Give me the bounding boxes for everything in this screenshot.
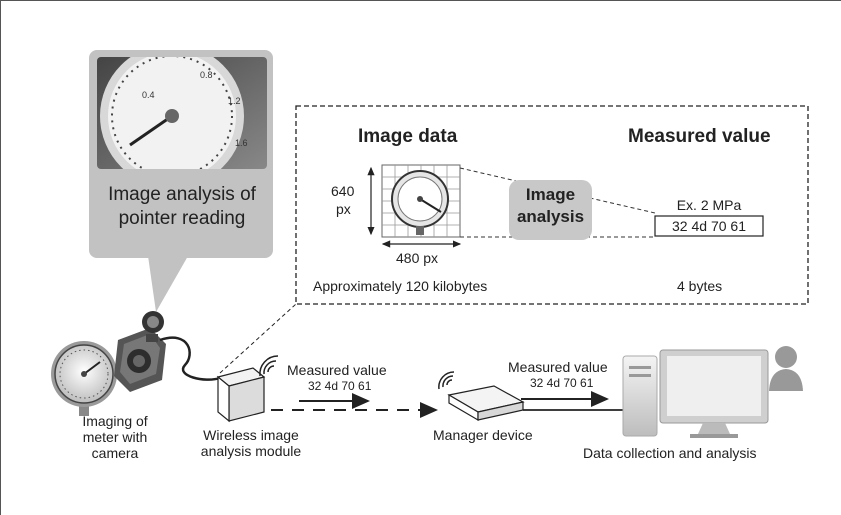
module-caption-line1: Wireless image: [203, 427, 299, 443]
wireless-signal-icon: [438, 371, 455, 390]
height-label-unit: px: [336, 201, 351, 217]
svg-text:1.2: 1.2: [228, 96, 241, 106]
arrow2-label: Measured value: [508, 359, 608, 375]
camera-unit-icon: [114, 311, 166, 392]
measured-value-title: Measured value: [628, 126, 771, 147]
example-value-label: Ex. 2 MPa: [676, 197, 742, 213]
pc-tower-icon: [622, 355, 658, 437]
frame-border-left: [0, 0, 1, 515]
image-analysis-box: [509, 180, 592, 240]
manager-device-label: Manager device: [433, 427, 533, 443]
manager-device-icon: [447, 385, 525, 422]
pc-caption: Data collection and analysis: [583, 445, 757, 461]
frame-border-top: [0, 0, 841, 1]
camera-caption-line2: meter with: [82, 429, 148, 445]
camera-caption-line1: Imaging of: [82, 413, 148, 429]
detail-box: [295, 105, 809, 305]
callout-caption-line1: Image analysis of: [108, 184, 256, 205]
callout-caption-line2: pointer reading: [118, 208, 246, 229]
image-data-title: Image data: [358, 126, 458, 147]
analysis-module-icon: [216, 367, 266, 423]
image-analysis-label-line1: Image: [525, 185, 576, 204]
image-analysis-label-line2: analysis: [516, 207, 585, 226]
svg-text:0.4: 0.4: [142, 90, 155, 100]
height-label-value: 640: [331, 183, 355, 199]
image-size-label: Approximately 120 kilobytes: [313, 278, 488, 294]
zoom-line: [219, 303, 297, 374]
svg-text:1.6: 1.6: [235, 138, 248, 148]
wireless-signal-icon: [259, 355, 279, 377]
camera-cable: [159, 336, 221, 381]
user-silhouette-icon: [769, 346, 803, 391]
monitor-icon: [659, 349, 769, 438]
module-caption-line2: analysis module: [200, 443, 302, 459]
gauge-photo: 0.4 0.8 1.2 1.6: [97, 57, 267, 169]
svg-text:0.8: 0.8: [200, 70, 213, 80]
hex-value-box: [654, 215, 764, 237]
arrow2-hex: 32 4d 70 61: [530, 376, 594, 390]
width-label: 480 px: [396, 250, 439, 266]
arrow1-hex: 32 4d 70 61: [308, 379, 372, 393]
arrow1-label: Measured value: [287, 362, 387, 378]
value-size-label: 4 bytes: [677, 278, 723, 294]
image-data-grid: [381, 164, 461, 238]
camera-caption-line3: camera: [91, 445, 139, 461]
pressure-gauge-icon: [51, 341, 117, 416]
hex-value: 32 4d 70 61: [672, 218, 746, 234]
